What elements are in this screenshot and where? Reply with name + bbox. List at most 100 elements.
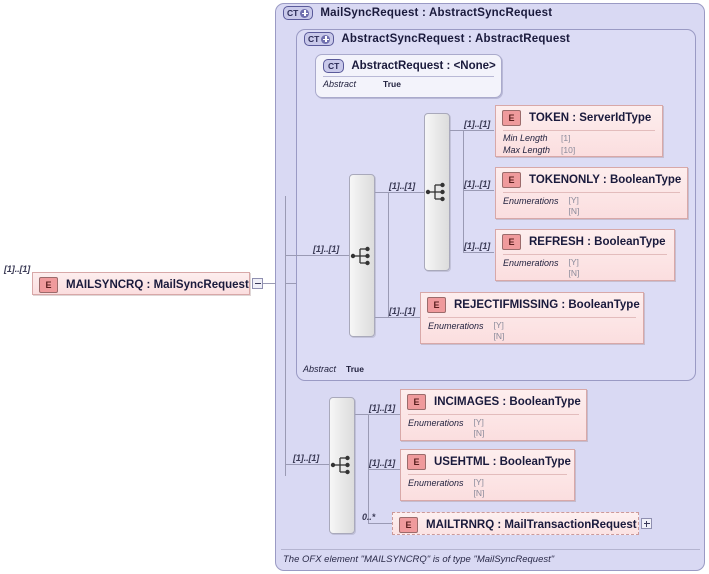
connector-trunk-vertical — [285, 196, 286, 476]
element-tokenonly-enumerations: Enumerations [Y] [N] — [496, 193, 687, 221]
sequence-compositor-outer[interactable] — [349, 174, 375, 337]
connector-seq-inner-to-refresh — [463, 252, 494, 253]
element-rejectifmissing[interactable]: E REJECTIFMISSING : BooleanType Enumerat… — [420, 292, 644, 344]
element-mailsyncrq-header: E MAILSYNCRQ : MailSyncRequest — [33, 273, 249, 296]
sequence-icon — [330, 455, 350, 475]
cardinality-rejectifmissing: [1]..[1] — [389, 306, 416, 316]
element-icon: E — [407, 394, 426, 410]
cardinality-seq-bottom: [1]..[1] — [293, 453, 320, 463]
element-rejectifmissing-divider — [428, 317, 636, 318]
element-icon: E — [502, 172, 521, 188]
element-incimages-header: E INCIMAGES : BooleanType — [401, 390, 586, 413]
cardinality-incimages: [1]..[1] — [369, 403, 396, 413]
element-tokenonly-header: E TOKENONLY : BooleanType — [496, 168, 687, 191]
sequence-icon — [350, 246, 370, 266]
connector-seq-outer-to-seq-inner — [375, 192, 424, 193]
element-token-header: E TOKEN : ServerIdType — [496, 106, 662, 129]
element-icon: E — [407, 454, 426, 470]
complextype-icon: CT — [323, 59, 345, 73]
element-tokenonly-title: TOKENONLY : BooleanType — [529, 174, 682, 186]
element-icon: E — [399, 517, 418, 533]
element-icon: E — [39, 277, 58, 293]
enumerations-label: Enumerations — [408, 478, 464, 488]
cardinality-seq-inner: [1]..[1] — [389, 181, 416, 191]
element-usehtml-divider — [408, 474, 567, 475]
complextype-expand-icon[interactable]: CT — [283, 6, 314, 20]
element-mailtrnrq[interactable]: E MAILTRNRQ : MailTransactionRequest — [392, 512, 639, 535]
plus-glyph — [321, 34, 331, 44]
element-token-facets: Min Length [1] Max Length [10] — [496, 131, 662, 159]
element-usehtml-enumerations: Enumerations [Y] [N] — [401, 475, 574, 503]
element-token-divider — [503, 130, 655, 131]
plus-glyph — [300, 8, 310, 18]
element-incimages[interactable]: E INCIMAGES : BooleanType Enumerations [… — [400, 389, 587, 441]
element-icon: E — [502, 110, 521, 126]
connector-root-to-container — [263, 283, 276, 284]
type-card-facet-abstract: Abstract True — [316, 77, 501, 92]
connector-seq-inner-right-vertical — [463, 130, 464, 252]
type-card-abstractrequest: CT AbstractRequest : <None> Abstract Tru… — [315, 54, 502, 98]
expand-toggle-mailtrnrq[interactable] — [641, 518, 652, 529]
element-rejectifmissing-title: REJECTIFMISSING : BooleanType — [454, 299, 640, 311]
facet-name: Abstract — [323, 79, 357, 89]
element-tokenonly[interactable]: E TOKENONLY : BooleanType Enumerations [… — [495, 167, 688, 219]
element-refresh-header: E REFRESH : BooleanType — [496, 230, 674, 253]
connector-seq-bottom-to-mailtrnrq — [368, 523, 392, 524]
cardinality-refresh: [1]..[1] — [464, 241, 491, 251]
footer-divider — [281, 549, 700, 550]
enumerations-values: [Y] [N] — [473, 417, 485, 438]
element-refresh-enumerations: Enumerations [Y] [N] — [496, 255, 674, 283]
element-mailtrnrq-header: E MAILTRNRQ : MailTransactionRequest — [393, 513, 638, 536]
connector-seq-inner-to-tokenonly — [463, 190, 494, 191]
cardinality-token: [1]..[1] — [464, 119, 491, 129]
enumerations-label: Enumerations — [408, 418, 464, 428]
cardinality-tokenonly: [1]..[1] — [464, 179, 491, 189]
element-usehtml[interactable]: E USEHTML : BooleanType Enumerations [Y]… — [400, 449, 575, 501]
complextype-expand-icon[interactable]: CT — [304, 32, 335, 46]
facet-min-length: Min Length [1] — [503, 133, 571, 143]
abstract-label: Abstract — [303, 364, 337, 374]
connector-trunk-to-seq-bottom — [285, 464, 329, 465]
connector-seq-bottom-right-vertical — [368, 414, 369, 523]
container-mailsyncrequest-header: CT MailSyncRequest : AbstractSyncRequest — [283, 6, 552, 20]
cardinality-mailtrnrq: 0..* — [362, 512, 376, 522]
element-refresh[interactable]: E REFRESH : BooleanType Enumerations [Y]… — [495, 229, 675, 281]
element-rejectifmissing-header: E REJECTIFMISSING : BooleanType — [421, 293, 643, 316]
element-mailsyncrq[interactable]: E MAILSYNCRQ : MailSyncRequest — [32, 272, 250, 295]
facet-max-length: Max Length [10] — [503, 144, 576, 155]
facet-value: True — [383, 79, 401, 89]
footer-note: The OFX element "MAILSYNCRQ" is of type … — [283, 554, 555, 565]
element-token-title: TOKEN : ServerIdType — [529, 112, 652, 124]
element-usehtml-header: E USEHTML : BooleanType — [401, 450, 574, 473]
connector-seq-inner-to-token — [450, 130, 494, 131]
enumerations-label: Enumerations — [503, 258, 559, 268]
container-abstractsyncrequest-abstract: Abstract True — [303, 364, 364, 374]
connector-seq-outer-to-rejectifmissing — [375, 317, 421, 318]
cardinality-usehtml: [1]..[1] — [369, 458, 396, 468]
enumerations-values: [Y] [N] — [568, 195, 580, 216]
connector-container-to-trunk — [285, 283, 296, 284]
connector-seq-bottom-to-usehtml — [368, 469, 400, 470]
element-tokenonly-divider — [503, 192, 680, 193]
cardinality-mailsyncrq: [1]..[1] — [4, 264, 31, 274]
collapse-toggle-mailsyncrq[interactable] — [252, 278, 263, 289]
element-usehtml-title: USEHTML : BooleanType — [434, 456, 571, 468]
element-incimages-divider — [408, 414, 579, 415]
cardinality-seq-outer: [1]..[1] — [313, 244, 340, 254]
enumerations-values: [Y] [N] — [473, 477, 485, 498]
type-card-header: CT AbstractRequest : <None> — [316, 55, 501, 76]
connector-seq-bottom-to-incimages — [355, 414, 400, 415]
element-refresh-title: REFRESH : BooleanType — [529, 236, 666, 248]
type-card-title: AbstractRequest : <None> — [351, 60, 496, 72]
element-incimages-enumerations: Enumerations [Y] [N] — [401, 415, 586, 443]
element-refresh-divider — [503, 254, 667, 255]
container-mailsyncrequest-title: MailSyncRequest : AbstractSyncRequest — [320, 7, 553, 19]
element-rejectifmissing-enumerations: Enumerations [Y] [N] — [421, 318, 643, 346]
element-token[interactable]: E TOKEN : ServerIdType Min Length [1] Ma… — [495, 105, 663, 157]
type-card-divider — [323, 76, 494, 77]
sequence-icon — [425, 182, 445, 202]
element-icon: E — [502, 234, 521, 250]
container-abstractsyncrequest-title: AbstractSyncRequest : AbstractRequest — [341, 33, 571, 45]
enumerations-label: Enumerations — [428, 321, 484, 331]
